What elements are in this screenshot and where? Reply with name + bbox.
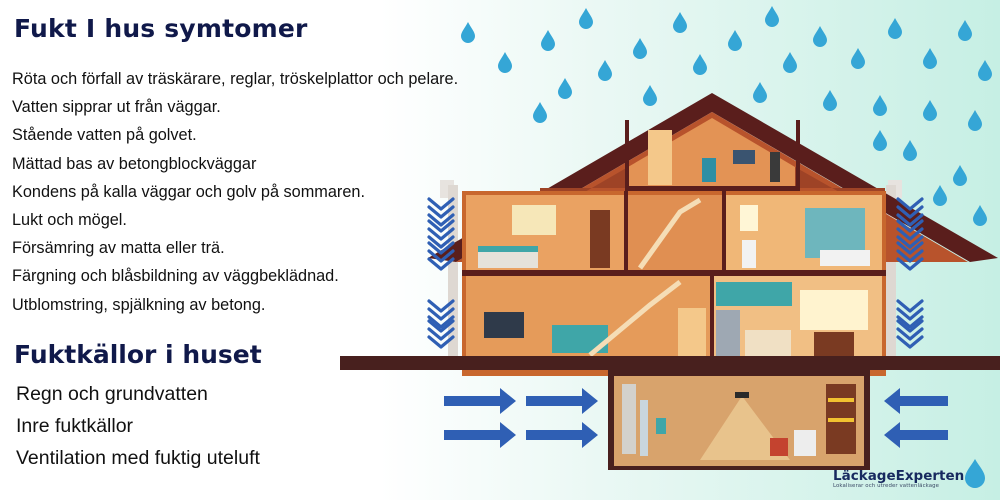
list-item: Vatten sipprar ut från väggar. bbox=[12, 98, 221, 117]
sources-list: Regn och grundvatten Inre fuktkällor Ven… bbox=[16, 378, 260, 474]
logo: LäckageExperten Lokaliserar och utreder … bbox=[833, 468, 964, 489]
list-item: Försämring av matta eller trä. bbox=[12, 239, 225, 258]
list-item: Lukt och mögel. bbox=[12, 211, 127, 230]
symptoms-heading: Fukt I hus symtomer bbox=[14, 14, 308, 43]
ground-slab bbox=[340, 356, 1000, 370]
list-item: Regn och grundvatten bbox=[16, 383, 208, 405]
water-drop-icon bbox=[965, 459, 985, 488]
logo-name: LäckageExperten bbox=[833, 468, 965, 484]
list-item: Kondens på kalla väggar och golv på somm… bbox=[12, 182, 365, 201]
list-item: Mättad bas av betongblockväggar bbox=[12, 154, 257, 173]
downspouts bbox=[440, 180, 902, 360]
sources-heading: Fuktkällor i huset bbox=[14, 340, 262, 369]
list-item: Inre fuktkällor bbox=[16, 415, 134, 437]
list-item: Utblomstring, spjälkning av betong. bbox=[12, 295, 266, 314]
logo-tagline: Lokaliserar och utreder vattenläckage bbox=[833, 483, 940, 489]
inward-arrows bbox=[444, 388, 948, 448]
list-item: Röta och förfall av träskärare, reglar, … bbox=[12, 70, 459, 88]
list-item: Stående vatten på golvet. bbox=[12, 126, 197, 145]
roof bbox=[428, 93, 998, 262]
list-item: Ventilation med fuktig uteluft bbox=[16, 447, 260, 469]
list-item: Färgning och blåsbildning av väggbeklädn… bbox=[12, 267, 339, 286]
symptoms-list: Röta och förfall av träskärare, reglar, … bbox=[12, 65, 458, 319]
